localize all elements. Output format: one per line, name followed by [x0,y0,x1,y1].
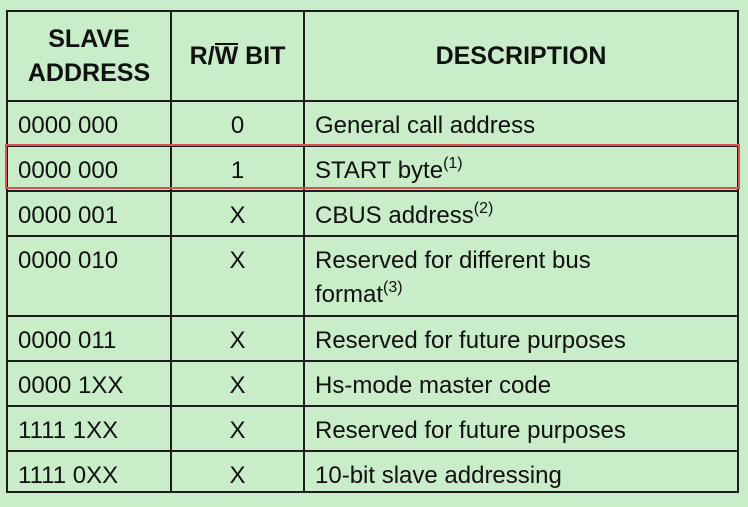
table-row: 0000 1XX X Hs-mode master code [8,360,737,405]
address-cell: 0000 001 [18,202,119,229]
address-cell: 0000 1XX [18,372,124,399]
rw-cell: 0 [170,102,303,145]
header-bit-label: BIT [245,41,286,70]
description-cell: 10-bit slave addressing [303,452,737,491]
table-header: SLAVE ADDRESS R/W BIT DESCRIPTION [8,12,737,100]
description-cell: CBUS address(2) [303,192,737,235]
description-text: 10-bit slave addressing [315,462,562,489]
rw-cell: X [170,407,303,450]
description-cell: General call address [303,102,737,145]
address-cell: 0000 000 [18,112,119,139]
address-cell: 0000 011 [18,327,117,354]
rw-cell: X [170,317,303,360]
header-rw-bit: R/W BIT [170,12,303,100]
header-description-label: DESCRIPTION [435,41,607,70]
table-row: 1111 1XX X Reserved for future purposes [8,405,737,450]
slave-address-table: SLAVE ADDRESS R/W BIT DESCRIPTION 0000 0… [6,10,739,493]
description-cell: Reserved for different bus format(3) [303,237,737,315]
table-row: 0000 001 X CBUS address(2) [8,190,737,235]
table-row: 1111 0XX X 10-bit slave addressing [8,450,737,491]
header-w-overline: W [214,41,239,70]
description-text: General call address [315,112,536,139]
rw-cell: X [170,192,303,235]
description-cell: START byte(1) [303,147,737,190]
description-cell: Reserved for future purposes [303,407,737,450]
footnote-marker: (2) [473,200,494,217]
table-row: 0000 011 X Reserved for future purposes [8,315,737,360]
address-cell: 1111 0XX [18,462,119,489]
footnote-marker: (3) [383,279,403,296]
header-slave-address: SLAVE ADDRESS [8,12,170,100]
table-row: 0000 010 X Reserved for different bus fo… [8,235,737,315]
address-cell: 1111 1XX [18,417,119,444]
description-text: Reserved for future purposes [315,327,626,354]
rw-cell: X [170,362,303,405]
header-slave-address-label: SLAVE ADDRESS [27,25,151,87]
table-row: 0000 000 1 START byte(1) [8,145,737,190]
description-cell: Reserved for future purposes [303,317,737,360]
rw-cell: 1 [170,147,303,190]
description-text: Hs-mode master code [315,372,552,399]
table-row: 0000 000 0 General call address [8,100,737,145]
address-cell: 0000 010 [18,247,119,274]
header-description: DESCRIPTION [303,12,737,100]
description-cell: Hs-mode master code [303,362,737,405]
description-text: Reserved for different bus format [315,247,591,308]
rw-cell: X [170,237,303,315]
rw-cell: X [170,452,303,491]
description-text: START byte [315,157,444,184]
description-text: Reserved for future purposes [315,417,626,444]
footnote-marker: (1) [443,155,463,172]
description-text: CBUS address [315,202,474,229]
address-cell: 0000 000 [18,157,119,184]
